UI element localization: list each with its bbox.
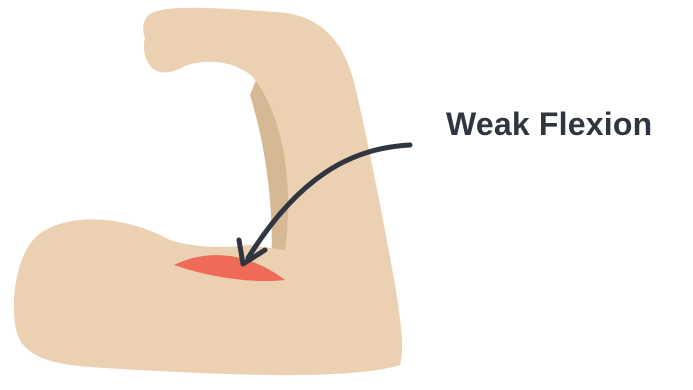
weak-flexion-label: Weak Flexion xyxy=(446,106,652,143)
arm-silhouette xyxy=(14,8,402,375)
